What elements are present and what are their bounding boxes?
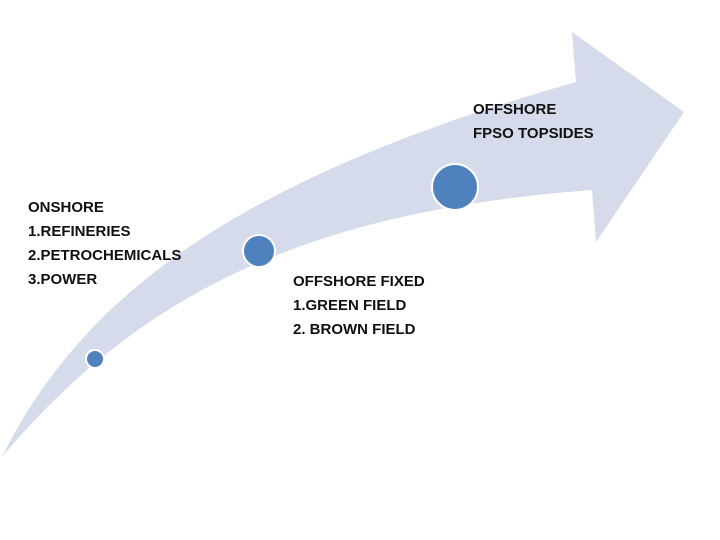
stage-node-onshore: [85, 349, 105, 369]
stage-node-offshore-fpso: [431, 163, 479, 211]
curved-arrow: [2, 32, 684, 457]
offshore-fixed-item-brown-field: 2. BROWN FIELD: [293, 321, 416, 338]
offshore-fpso-title: OFFSHORE: [473, 101, 557, 118]
onshore-label: ONSHORE 1.REFINERIES 2.PETROCHEMICALS 3.…: [28, 196, 181, 292]
offshore-fpso-label: OFFSHORE FPSO TOPSIDES: [473, 98, 594, 146]
onshore-item-power: 3.POWER: [28, 271, 98, 288]
offshore-fixed-item-green-field: 1.GREEN FIELD: [293, 297, 407, 314]
offshore-fixed-label: OFFSHORE FIXED 1.GREEN FIELD 2. BROWN FI…: [293, 270, 425, 342]
onshore-item-petrochemicals: 2.PETROCHEMICALS: [28, 247, 182, 264]
offshore-fixed-title: OFFSHORE FIXED: [293, 273, 425, 290]
onshore-item-refineries: 1.REFINERIES: [28, 223, 131, 240]
stage-node-offshore-fixed: [242, 234, 276, 268]
offshore-fpso-item-topsides: FPSO TOPSIDES: [473, 125, 594, 142]
onshore-title: ONSHORE: [28, 199, 104, 216]
